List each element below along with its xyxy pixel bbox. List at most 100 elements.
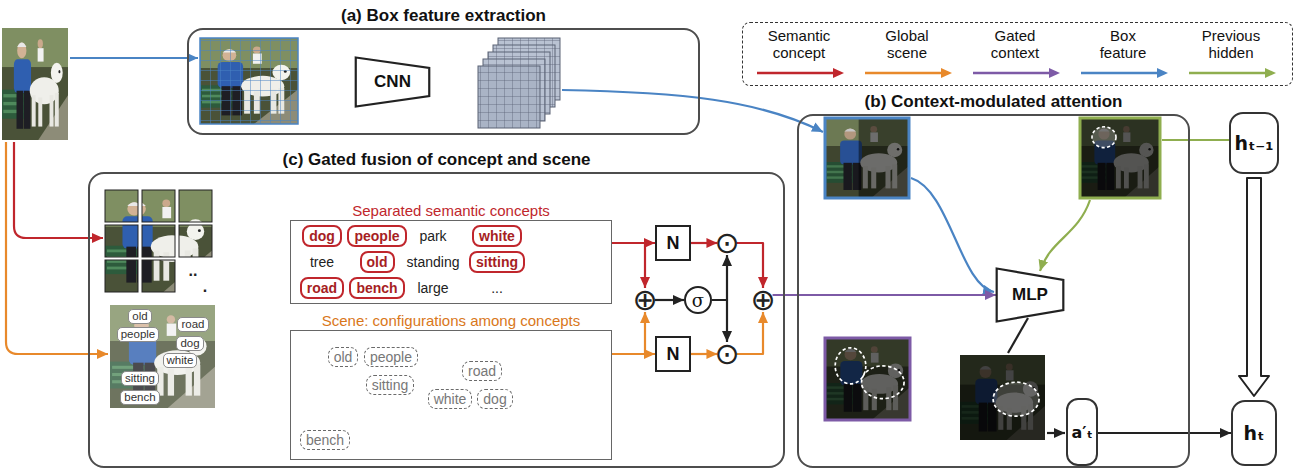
- panel-title: (b) Context-modulated attention: [865, 92, 1123, 112]
- sigmoid-label: σ: [692, 290, 704, 311]
- legend: Semantic concept Global scene Gated contex…: [742, 22, 1293, 86]
- operator-symbol: ⊙: [714, 228, 739, 258]
- image-tag: road: [177, 317, 208, 332]
- concept-word: white: [479, 228, 515, 244]
- box-heading: Separated semantic concepts: [352, 202, 550, 219]
- concept-word: dog: [483, 391, 506, 407]
- legend-item: Gated context: [965, 27, 1065, 83]
- concept-tag: old: [360, 251, 395, 273]
- concept-word: people: [370, 349, 412, 365]
- image-tag-text: bench: [124, 391, 155, 404]
- scene-tag: old: [328, 347, 359, 367]
- concept-tag: road: [300, 277, 344, 299]
- connector: [773, 294, 996, 296]
- concept-tag: people: [347, 225, 406, 247]
- concept-word: old: [334, 349, 353, 365]
- legend-swatch: [965, 65, 1065, 81]
- hidden-state: hₜ₋₁: [1229, 112, 1278, 174]
- connector: [737, 312, 763, 354]
- concept-word: road: [307, 280, 337, 296]
- image-tag: white: [163, 353, 198, 368]
- hidden-state-label: hₜ: [1244, 422, 1265, 444]
- concept-word: white: [434, 391, 467, 407]
- norm-box: N: [655, 225, 691, 261]
- concept-word: people: [354, 228, 399, 244]
- scene-tag: road: [462, 361, 502, 381]
- connector: [655, 299, 684, 301]
- box-heading: Scene: configurations among concepts: [322, 312, 581, 329]
- legend-item: Semantic concept: [749, 27, 849, 83]
- concept-word: tree: [310, 253, 334, 271]
- legend-swatch: [857, 65, 957, 81]
- image-tag: bench: [120, 390, 159, 405]
- connector: [1239, 178, 1269, 396]
- image-tag-text: people: [121, 328, 156, 341]
- legend-item: Box feature: [1073, 27, 1173, 83]
- concept-tag: sitting: [469, 251, 525, 273]
- concept-tag: dog: [302, 225, 342, 247]
- product-op: ⊙: [714, 339, 739, 369]
- connector: [712, 255, 727, 300]
- sigmoid-gate: σ: [684, 286, 712, 314]
- connector: [612, 312, 645, 354]
- ellipsis-mark: .: [203, 279, 207, 295]
- image-tag-text: dog: [180, 337, 199, 350]
- scene-tag: white: [428, 389, 473, 409]
- legend-item: Previous hidden: [1181, 27, 1281, 83]
- vector-label: a′ₜ: [1071, 423, 1092, 442]
- concept-word: bench: [306, 432, 344, 448]
- concept-word: old: [367, 254, 388, 270]
- attention-vector: a′ₜ: [1066, 398, 1097, 466]
- scene-tag: bench: [300, 430, 350, 450]
- image-tag: old: [128, 309, 151, 324]
- sum-op: ⊕: [750, 285, 775, 315]
- block-label: CNN: [374, 72, 411, 92]
- scene-tag: dog: [477, 389, 512, 409]
- cnn-block: CNN: [355, 57, 430, 107]
- legend-text: Gated context: [978, 27, 1052, 61]
- image-tag: dog: [176, 336, 203, 351]
- panel-b: (b) Context-modulated attentionMLPa′ₜ: [797, 114, 1190, 468]
- block-label: MLP: [1012, 285, 1048, 305]
- scene-box: Scene: configurations among conceptsoldp…: [290, 330, 612, 460]
- concept-tag: white: [472, 225, 522, 247]
- mlp-block: MLP: [996, 268, 1064, 322]
- sum-op: ⊕: [632, 285, 657, 315]
- operator-symbol: ⊙: [714, 339, 739, 369]
- concept-word: sitting: [372, 377, 409, 393]
- image-tag: sitting: [121, 371, 159, 386]
- legend-swatch: [1181, 65, 1281, 81]
- connector: [612, 353, 655, 355]
- panel-c: (c) Gated fusion of concept and sceneSep…: [88, 172, 785, 468]
- concept-word: ...: [491, 279, 503, 297]
- legend-text: Global scene: [870, 27, 944, 61]
- connector: [691, 242, 717, 244]
- panel-title: (c) Gated fusion of concept and scene: [283, 150, 591, 170]
- concept-word: bench: [356, 280, 397, 296]
- concept-tag: bench: [349, 277, 404, 299]
- connector: [612, 243, 645, 288]
- scene-tag: sitting: [366, 375, 415, 395]
- concept-word: park: [419, 227, 446, 245]
- concept-word: standing: [407, 253, 460, 271]
- legend-swatch: [1073, 65, 1173, 81]
- connector: [737, 243, 763, 288]
- image-tag-text: white: [167, 354, 194, 367]
- scene-tag: people: [364, 347, 418, 367]
- operator-symbol: ⊕: [632, 285, 657, 315]
- image-tag-text: old: [132, 310, 147, 323]
- image-tag-text: sitting: [125, 372, 155, 385]
- image-tag: people: [117, 327, 160, 342]
- panel-title: (a) Box feature extraction: [341, 6, 546, 26]
- connector: [1098, 432, 1231, 434]
- concept-word: large: [417, 279, 448, 297]
- legend-text: Semantic concept: [762, 27, 836, 61]
- legend-item: Global scene: [857, 27, 957, 83]
- legend-swatch: [749, 65, 849, 81]
- operator-symbol: ⊕: [750, 285, 775, 315]
- norm-box: N: [655, 336, 691, 372]
- product-op: ⊙: [714, 228, 739, 258]
- connector: [691, 353, 717, 355]
- legend-text: Box feature: [1086, 27, 1160, 61]
